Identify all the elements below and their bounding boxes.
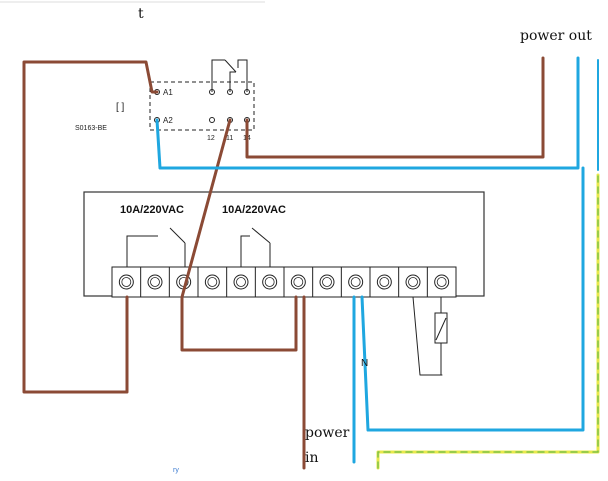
relay-outline (149, 81, 255, 131)
wire-blue-a2 (155, 56, 580, 170)
screw-terminal-icon (405, 274, 421, 290)
wire-earth-yellow (376, 173, 600, 470)
relay-rating-1: 10A/220VAC (120, 204, 184, 216)
screw-terminal-icon (233, 274, 249, 290)
relay-part-number: S0163-BE (75, 125, 107, 132)
relay-coil-symbol: [ ] (116, 102, 125, 113)
relay-contact-icon (211, 59, 248, 92)
screw-terminal-inner (408, 277, 418, 287)
relay-module: [ ] S0163-BE A1 A2 12 11 14 (75, 59, 255, 142)
screw-terminal-inner (293, 277, 304, 287)
screw-terminal-inner (150, 277, 160, 287)
screw-terminal-icon (204, 274, 220, 290)
bottom-mark-label: ry (173, 467, 179, 474)
screw-terminal-inner (436, 277, 447, 287)
relay-label-a2: A2 (163, 116, 173, 125)
top-mark-label: t (138, 6, 144, 22)
internal-relay-contact-2 (240, 227, 271, 267)
wire-brown-power-out (245, 56, 545, 159)
screw-terminal-inner (264, 277, 275, 287)
relay-pin-label-11: 11 (226, 135, 233, 142)
wire-sensor-1 (412, 296, 443, 376)
terminal-group (111, 267, 450, 297)
screw-terminal-inner (379, 277, 390, 287)
wire-brown-left-loop (22, 60, 159, 394)
screw-terminal-icon (262, 274, 278, 290)
screw-terminal-icon (319, 274, 335, 290)
screw-terminal-inner (207, 277, 218, 287)
power-in-label-2: in (305, 450, 319, 466)
screw-terminal-icon (118, 274, 134, 290)
relay-rating-2: 10A/220VAC (222, 204, 286, 216)
relay-label-a1: A1 (163, 88, 173, 97)
screw-terminal-inner (121, 277, 132, 287)
wire-earth-green (377, 174, 599, 469)
power-out-label: power out (520, 28, 592, 44)
wire-group (22, 56, 600, 470)
screw-terminal-inner (236, 277, 246, 287)
neutral-mark-label: N (361, 358, 368, 369)
screw-terminal-inner (350, 277, 361, 287)
controller-box: 10A/220VAC 10A/220VAC (83, 191, 485, 298)
relay-pin-label-12: 12 (207, 135, 215, 142)
wire-brown-diagonal (180, 118, 298, 352)
screw-terminal-icon (376, 274, 392, 290)
screw-terminal-icon (348, 274, 364, 290)
internal-relay-contact-1 (126, 227, 186, 267)
wire-blue-n-2 (360, 166, 585, 432)
screw-terminal-inner (322, 277, 332, 287)
screw-terminal-icon (290, 274, 306, 290)
relay-pin-12 (209, 117, 215, 123)
screw-terminal-icon (434, 274, 450, 290)
sensor-icon (434, 312, 448, 344)
screw-terminal-icon (147, 274, 163, 290)
power-in-label-1: power (305, 425, 350, 441)
